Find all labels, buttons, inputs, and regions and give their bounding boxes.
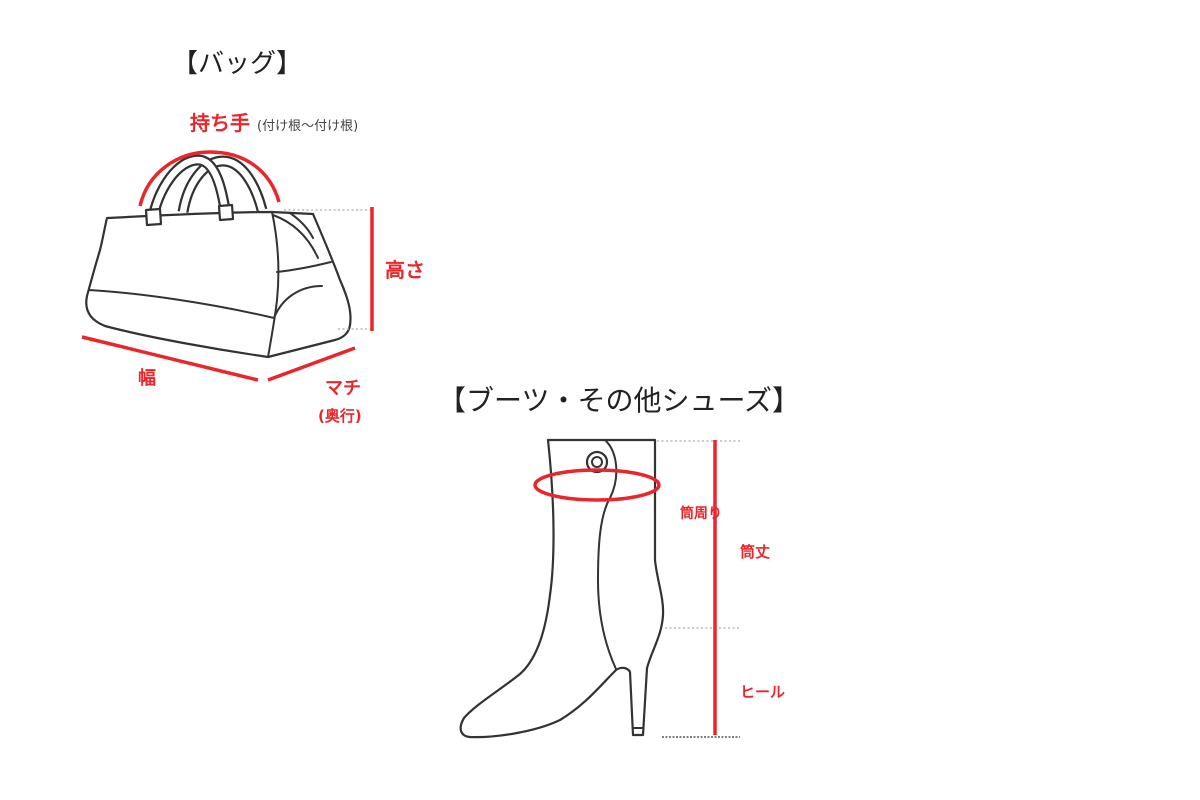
handle-note: (付け根〜付け根): [257, 119, 358, 134]
bag-front-right-edge: [267, 211, 280, 358]
boot-button-icon: [585, 450, 609, 474]
bag-width-line: [81, 335, 259, 382]
bag-depth-note: (奥行): [318, 407, 362, 425]
bag-depth-label: マチ: [325, 378, 361, 399]
bag-opening-line: [272, 214, 319, 259]
boot-section: 【ブーツ・その他シューズ】 筒周り 筒丈 ヒール: [438, 384, 800, 739]
boot-outline: [459, 438, 665, 739]
bag-width-label: 幅: [138, 367, 156, 389]
handle-length-arc: [138, 150, 281, 207]
boot-shaft-height-label: 筒丈: [740, 543, 770, 561]
bag-heading: 【バッグ】: [172, 49, 302, 79]
bag-handle-tab-left: [144, 207, 163, 227]
bag-section: 【バッグ】 持ち手 (付け根〜付け根) 高さ: [81, 49, 425, 425]
bag-height-label: 高さ: [385, 258, 425, 282]
bag-base-band-line: [88, 289, 275, 319]
boots-heading: 【ブーツ・その他シューズ】: [438, 384, 800, 417]
bag-pocket-line: [276, 261, 332, 273]
bag-body-outline: [85, 210, 352, 359]
bag-back-handle: [177, 155, 268, 214]
bag-depth-line: [267, 346, 356, 382]
boot-circumference-label: 筒周り: [680, 505, 722, 522]
boot-zip-line: [597, 439, 618, 670]
boot-heel-label: ヒール: [740, 683, 785, 701]
bag-handle-tab-right: [217, 203, 235, 222]
handle-label: 持ち手: [190, 111, 250, 135]
bag-opening-line-2: [289, 212, 314, 239]
bag-front-handle: [146, 154, 232, 224]
boot-button-inner: [591, 456, 603, 468]
bag-gusset-base-line: [273, 285, 323, 319]
boot-circumference-ellipse: [533, 468, 661, 502]
